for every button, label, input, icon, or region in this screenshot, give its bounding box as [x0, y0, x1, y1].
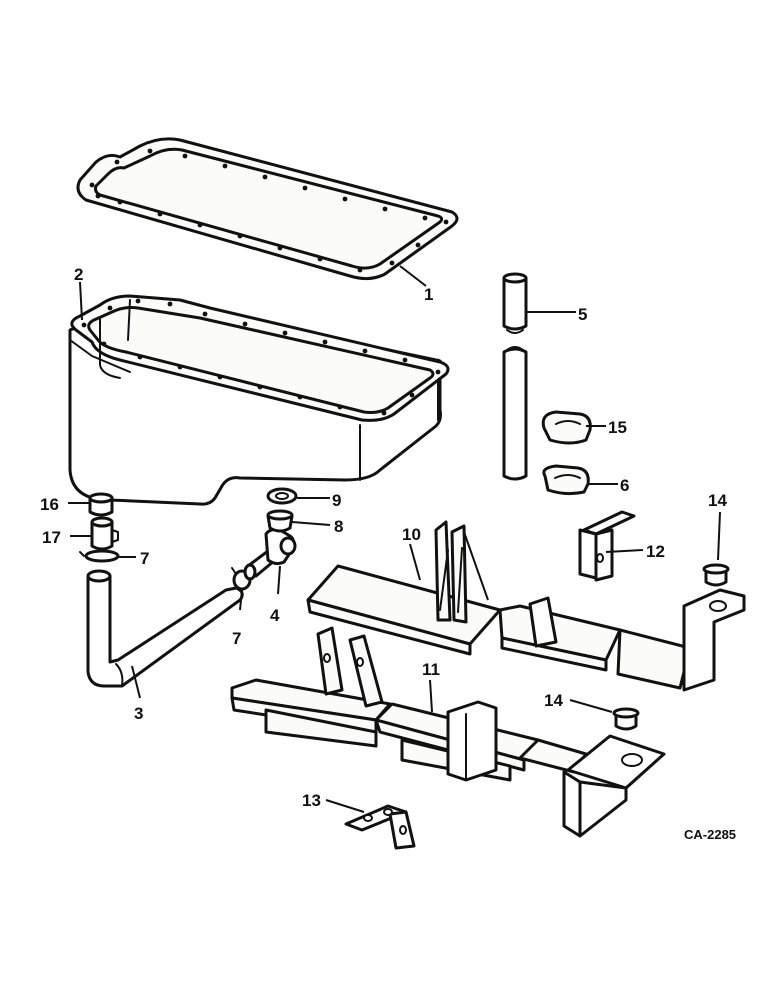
- hose-clamp-upper: [79, 549, 120, 563]
- callout-14-lower: 14: [544, 691, 563, 710]
- dipstick-tube: [502, 272, 528, 481]
- callout-7-lower: 7: [232, 629, 241, 648]
- washer: [266, 487, 298, 505]
- bushing-lower: [612, 707, 640, 731]
- callout-5: 5: [578, 305, 587, 324]
- callout-8: 8: [334, 517, 343, 536]
- clip-upper: [541, 410, 592, 445]
- clip: [542, 464, 590, 496]
- bracket-right: [578, 510, 636, 582]
- pan-support-lower: [230, 626, 666, 838]
- callout-1: 1: [424, 285, 433, 304]
- callout-9: 9: [332, 491, 341, 510]
- callout-16: 16: [40, 495, 59, 514]
- callout-11: 11: [422, 660, 440, 679]
- callout-2: 2: [74, 265, 83, 284]
- callout-17: 17: [42, 528, 61, 547]
- pan-flange-bolt-holes: [81, 298, 441, 416]
- leader-lines: [68, 265, 721, 813]
- valve: [90, 516, 119, 551]
- pan-support-upper: [306, 520, 746, 692]
- callout-3: 3: [134, 704, 143, 723]
- reference-code: CA-2285: [684, 827, 736, 842]
- oil-pan-gasket: [76, 137, 459, 281]
- drain-tube: [86, 569, 244, 688]
- callout-14-upper: 14: [708, 491, 727, 510]
- gasket-bolt-holes: [89, 148, 449, 273]
- oil-pan: [68, 294, 450, 506]
- callout-labels: 1 2 3 4 5 6 7 7 8 9 10 11 12 13 14 14 15…: [40, 265, 727, 810]
- callout-12: 12: [646, 542, 665, 561]
- drain-plug: [266, 509, 294, 533]
- bracket-left: [344, 804, 416, 850]
- callout-10: 10: [402, 525, 421, 544]
- callout-13: 13: [302, 791, 321, 810]
- cap: [88, 492, 114, 517]
- callout-15: 15: [608, 418, 627, 437]
- callout-7-upper: 7: [140, 549, 149, 568]
- callout-6: 6: [620, 476, 629, 495]
- callout-4: 4: [270, 606, 280, 625]
- elbow-fitting: [243, 528, 297, 581]
- bushing-upper: [702, 563, 730, 587]
